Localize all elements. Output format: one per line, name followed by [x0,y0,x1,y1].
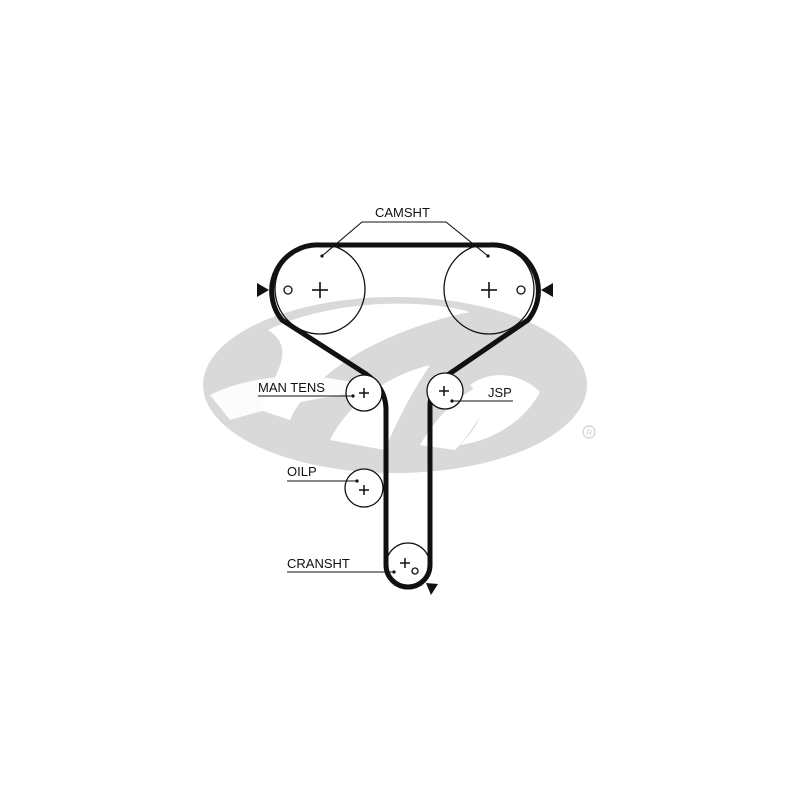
camshaft-label: CAMSHT [375,205,430,220]
manual-tensioner-label: MAN TENS [258,380,325,395]
oil-pump-idler [287,468,384,508]
crankshaft-label: CRANSHT [287,556,350,571]
timing-mark-arrow-right [541,283,553,297]
svg-text:R: R [587,429,593,438]
camshaft-left-pulley [274,243,366,335]
oil-pump-label: OILP [287,464,317,479]
gates-logo-watermark: R [203,297,596,473]
manual-tensioner-idler [258,374,383,412]
jackshaft-idler [426,372,513,410]
camshaft-right-pulley [443,243,535,335]
crankshaft-pulley [287,542,431,588]
camshaft-leader-line [321,221,489,257]
timing-mark-arrow-left [257,283,269,297]
timing-mark-arrow-crank [426,583,438,595]
jackshaft-label: JSP [488,385,512,400]
